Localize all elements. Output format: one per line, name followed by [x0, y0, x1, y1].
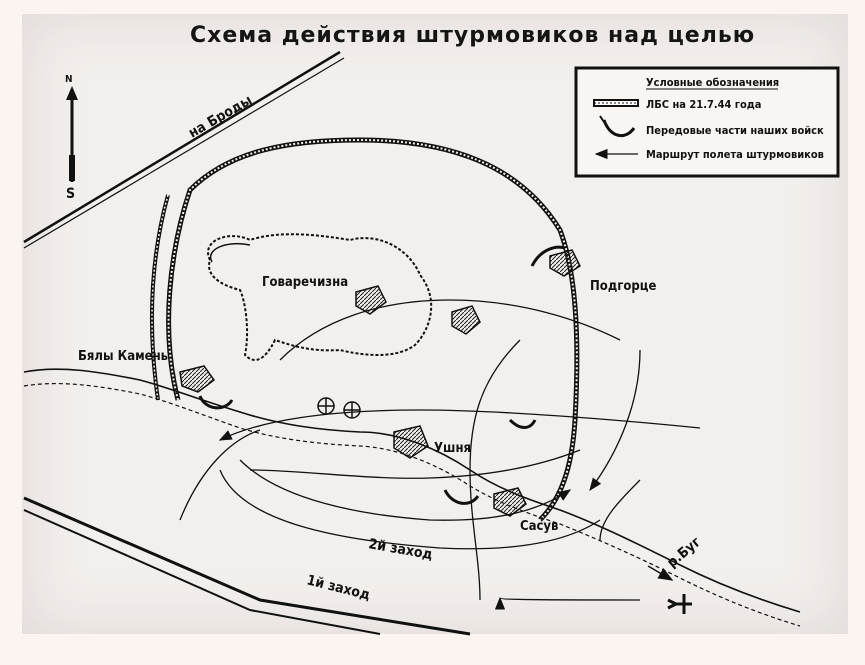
forward-units	[198, 245, 566, 505]
forward-unit-symbol	[443, 489, 480, 505]
river-label: р.Буг	[664, 534, 704, 571]
legend-heading: Условные обозначения	[646, 76, 779, 89]
route-arrow	[179, 429, 261, 521]
town-byaly-kamen-marker	[179, 365, 216, 393]
forward-unit-symbol	[508, 418, 537, 429]
route-arrow	[469, 339, 521, 601]
town-ushnya-marker	[393, 425, 429, 459]
route-arrow	[219, 469, 601, 550]
compass-north-label: N	[65, 74, 73, 85]
legend-flight-route-label: Маршрут полета штурмовиков	[646, 148, 824, 161]
approach-1-label: 1й заход	[305, 572, 372, 603]
place-label-sasuv: Сасув	[520, 519, 558, 534]
forest-area	[207, 233, 433, 361]
aircraft-icon	[647, 565, 692, 614]
river: р.Буг	[23, 368, 801, 627]
route-arrow	[599, 479, 641, 541]
place-label-ushnya: Ушня	[434, 441, 471, 456]
front-line-lbs	[150, 137, 580, 522]
forward-unit-symbol	[530, 245, 566, 267]
legend-forward-units-symbol	[599, 115, 636, 137]
route-arrow	[239, 459, 572, 521]
compass: N S	[65, 74, 78, 202]
legend-lbs-symbol	[593, 99, 639, 107]
route-arrow	[279, 299, 621, 361]
forward-unit-symbol	[198, 395, 234, 410]
route-arrow	[249, 449, 581, 479]
town-podgorce-marker	[549, 249, 581, 277]
approach-2-label: 2й заход	[367, 536, 434, 563]
place-label-govarechizna: Говаречизна	[262, 275, 348, 290]
lower-road	[23, 496, 471, 636]
legend-lbs-label: ЛБС на 21.7.44 года	[646, 98, 761, 111]
route-return-arrow	[495, 596, 641, 610]
map-title: Схема действия штурмовиков над целью	[190, 23, 755, 48]
legend: Условные обозначения ЛБС на 21.7.44 года…	[574, 66, 840, 178]
flight-routes	[179, 299, 701, 610]
compass-south-label: S	[66, 186, 75, 202]
town-block-marker	[451, 305, 481, 335]
route-arrow	[589, 349, 641, 492]
place-label-byaly-kamen: Бялы Камень	[78, 349, 168, 364]
route-arrow	[218, 409, 701, 441]
town-sasuv-marker	[493, 487, 527, 517]
legend-forward-units-label: Передовые части наших войск	[646, 124, 824, 137]
place-label-podgorce: Подгорце	[590, 279, 656, 294]
